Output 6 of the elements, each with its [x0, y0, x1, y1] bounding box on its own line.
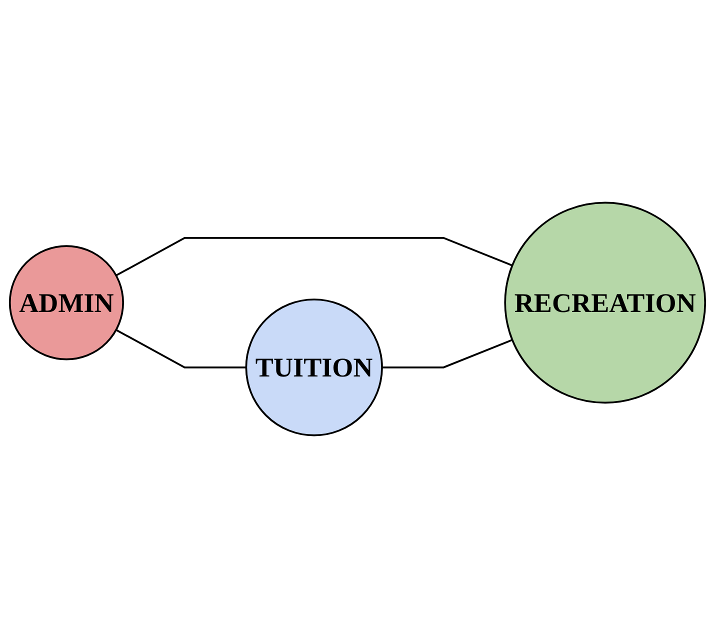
node-circle: RECREATION — [504, 202, 706, 404]
connector — [382, 339, 513, 368]
connector — [116, 329, 246, 368]
node-circle: TUITION — [245, 298, 383, 436]
node-circle: ADMIN — [8, 245, 124, 360]
connector — [116, 237, 513, 276]
